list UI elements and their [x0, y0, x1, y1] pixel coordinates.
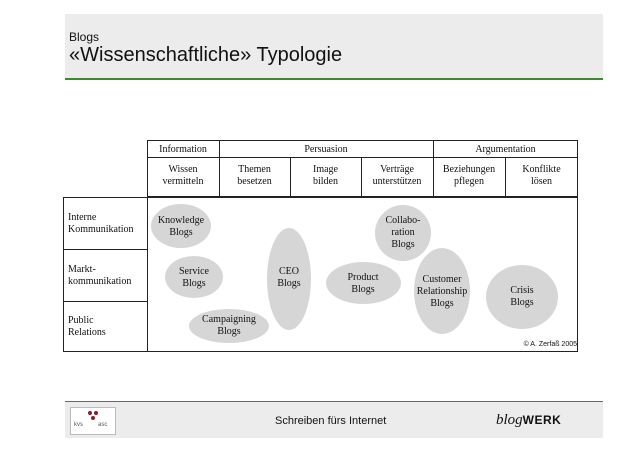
blob-service-blogs	[165, 256, 223, 298]
row-label: Public Relations	[68, 315, 106, 339]
blob-label-line: Campaigning	[202, 314, 256, 325]
blob-label-line: Collabo-	[385, 215, 421, 226]
footer-band	[65, 402, 603, 438]
blob-label-line: Product	[347, 272, 379, 283]
column-label-line: vermitteln	[162, 176, 204, 187]
column-label: Image bilden	[290, 164, 361, 188]
blob-label-line: ration	[391, 227, 415, 238]
column-divider	[290, 157, 291, 197]
column-label-line: bilden	[313, 176, 338, 187]
blob-label-line: Blogs	[277, 278, 301, 289]
blob-collaboration-blogs	[375, 205, 431, 261]
kvs-logo-text: kvs	[74, 422, 83, 428]
blogwerk-logo-part: blog	[496, 412, 523, 428]
header-band	[65, 14, 603, 78]
column-label-line: besetzen	[237, 176, 272, 187]
slide-title: «Wissenschaftliche» Typologie	[69, 44, 343, 66]
blob-product-blogs	[326, 262, 401, 304]
column-label-line: pflegen	[454, 176, 484, 187]
row-label-line: kommunikation	[68, 276, 132, 287]
row-label-line: Interne	[68, 212, 97, 223]
group-persuasion: Persuasion	[304, 144, 348, 155]
blob-label-line: Service	[179, 266, 209, 277]
label-customer-relationship-blogs: Customer Relationship Blogs	[417, 274, 468, 310]
label-product-blogs: Product Blogs	[347, 272, 378, 296]
row-label: Markt- kommunikation	[68, 264, 131, 288]
column-header-frame	[147, 140, 578, 197]
blob-label-line: Blogs	[510, 297, 534, 308]
column-label: Beziehungen pflegen	[433, 164, 505, 188]
blob-label-line: Blogs	[430, 298, 454, 309]
column-label-line: Verträge	[380, 164, 414, 175]
label-ceo-blogs: CEO Blogs	[277, 266, 300, 290]
column-label-line: lösen	[530, 176, 553, 187]
column-label: Verträge unterstützen	[361, 164, 433, 188]
row-divider	[63, 249, 148, 250]
blob-label-line: Blogs	[391, 239, 415, 250]
column-divider	[505, 157, 506, 197]
blob-label-line: Customer	[422, 274, 462, 285]
blogwerk-logo-part: WERK	[522, 413, 562, 427]
group-divider	[147, 157, 578, 158]
column-label-line: Konflikte	[522, 164, 561, 175]
column-divider	[361, 157, 362, 197]
row-divider	[63, 301, 148, 302]
column-label-line: Image	[313, 164, 338, 175]
column-label-line: Beziehungen	[442, 164, 496, 175]
header-rule	[65, 78, 603, 80]
blob-label-line: CEO	[279, 266, 299, 277]
blob-label-line: Blogs	[351, 284, 375, 295]
blob-ceo-blogs	[267, 228, 311, 330]
label-campaigning-blogs: Campaigning Blogs	[202, 314, 256, 338]
copyright-credit: © A. Zerfaß 2005	[523, 341, 577, 348]
blob-knowledge-blogs	[151, 204, 211, 248]
label-knowledge-blogs: Knowledge Blogs	[158, 215, 204, 239]
column-label: Konflikte lösen	[505, 164, 578, 188]
row-label: Interne Kommunikation	[68, 212, 134, 236]
blob-label-line: Crisis	[510, 285, 534, 296]
column-label-line: Themen	[238, 164, 271, 175]
blob-campaigning-blogs	[189, 309, 269, 343]
footer-text: Schreiben fürs Internet	[275, 415, 387, 427]
column-label-line: unterstützen	[372, 176, 422, 187]
label-collaboration-blogs: Collabo- ration Blogs	[386, 215, 421, 251]
row-label-line: Kommunikation	[68, 224, 134, 235]
row-label-line: Markt-	[68, 264, 96, 275]
blob-label-line: Blogs	[169, 227, 193, 238]
blob-label-line: Blogs	[182, 278, 206, 289]
label-service-blogs: Service Blogs	[179, 266, 209, 290]
label-crisis-blogs: Crisis Blogs	[510, 285, 533, 309]
column-label: Themen besetzen	[219, 164, 290, 188]
column-divider	[219, 140, 220, 197]
column-label-line: Wissen	[168, 164, 198, 175]
blob-label-line: Relationship	[416, 286, 468, 297]
kvs-logo-mark-icon	[88, 411, 98, 421]
column-divider	[433, 140, 434, 197]
blob-crisis-blogs	[486, 265, 558, 329]
column-label: Wissen vermitteln	[147, 164, 219, 188]
group-information: Information	[159, 144, 207, 155]
row-label-line: Relations	[68, 327, 106, 338]
kvs-logo-text: asc	[98, 422, 108, 428]
kvs-logo: kvs asc	[70, 407, 116, 435]
blob-label-line: Knowledge	[157, 215, 205, 226]
group-argumentation: Argumentation	[475, 144, 536, 155]
row-label-line: Public	[68, 315, 94, 326]
slide-kicker: Blogs	[69, 30, 100, 44]
blob-customer-relationship-blogs	[414, 248, 470, 334]
blogwerk-logo: blogWERK	[496, 411, 561, 429]
blob-label-line: Blogs	[217, 326, 241, 337]
matrix-body-frame	[147, 197, 578, 352]
